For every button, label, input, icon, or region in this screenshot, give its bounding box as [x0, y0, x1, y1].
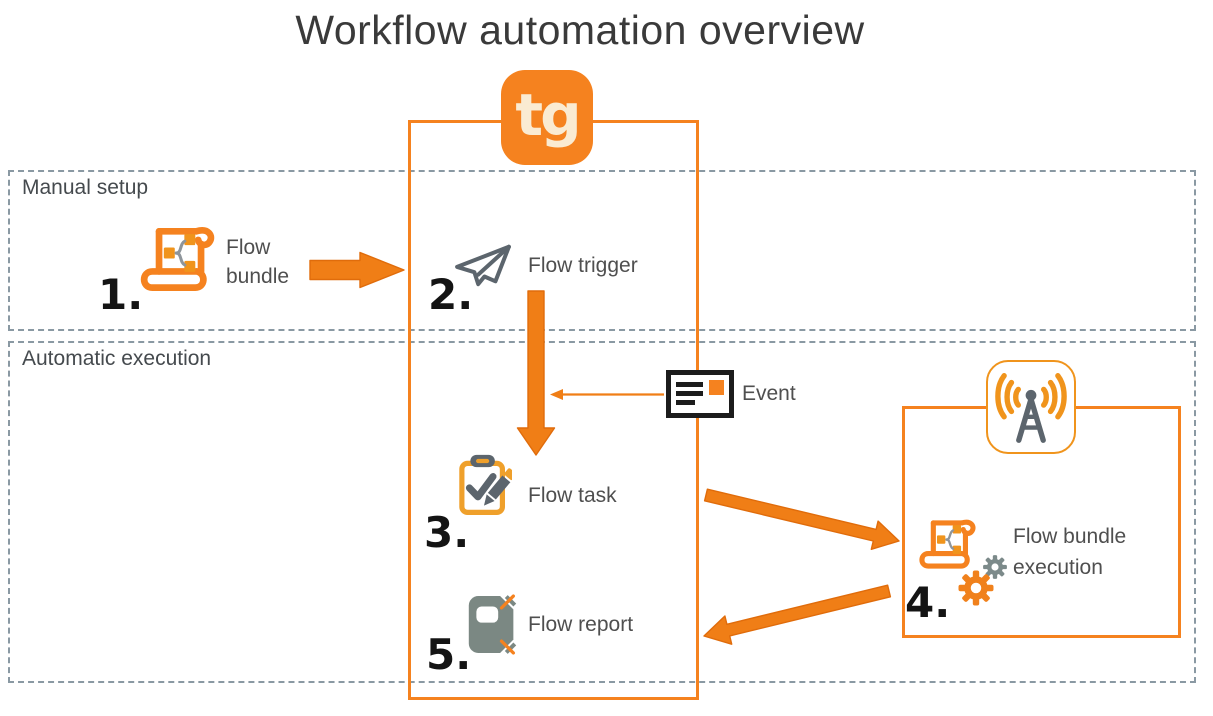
paper-plane-icon: [452, 242, 514, 293]
flow-bundle-gears-icon: [918, 512, 1018, 613]
event-card-icon: [666, 370, 734, 423]
event-label: Event: [742, 382, 796, 405]
step-3-number: 3.: [424, 508, 470, 557]
step-4-number: 4.: [905, 578, 951, 627]
report-book-icon: [465, 594, 520, 660]
radio-tower-icon: [986, 360, 1076, 454]
step-5-number: 5.: [426, 630, 472, 679]
step-3-label: Flow task: [528, 484, 617, 507]
section-manual-setup: Manual setup: [8, 170, 1196, 331]
step-1-label: Flow bundle: [226, 236, 290, 288]
flow-bundle-scroll-icon: [139, 216, 223, 307]
clipboard-task-icon: [457, 453, 517, 524]
section-automatic-execution: Automatic execution: [8, 341, 1196, 683]
section-manual-setup-label: Manual setup: [22, 176, 149, 199]
step-1-number: 1.: [98, 270, 144, 319]
step-5-label: Flow report: [528, 613, 634, 636]
step-4-label: Flow bundle execution: [1013, 525, 1127, 579]
step-2-number: 2.: [428, 270, 474, 319]
step-2-label: Flow trigger: [528, 254, 638, 277]
tg-logo: tg: [501, 70, 593, 165]
section-automatic-execution-label: Automatic execution: [22, 347, 212, 370]
page-title: Workflow automation overview: [295, 7, 865, 53]
